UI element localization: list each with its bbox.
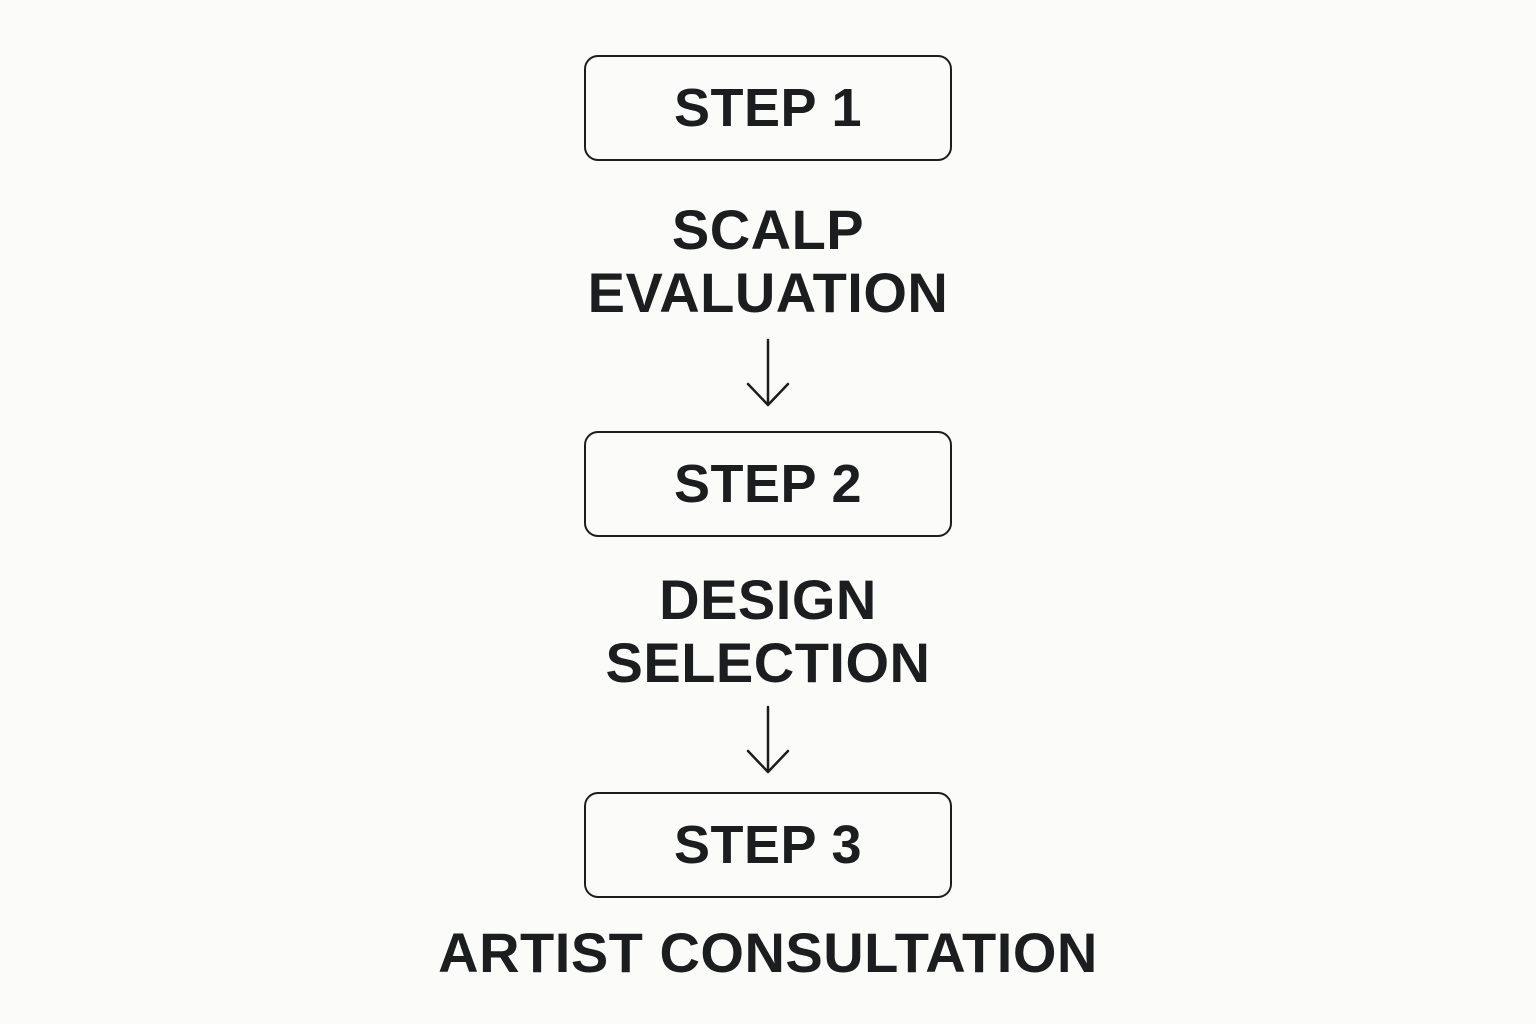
step-2-description-line-1: DESIGN [659,568,877,631]
down-arrow-icon [746,705,790,774]
step-2-description-line-2: SELECTION [605,631,931,694]
step-2-description: DESIGN SELECTION [0,568,1536,694]
step-2-box: STEP 2 [584,431,952,537]
step-3-label: STEP 3 [673,815,863,875]
step-1-description-line-1: SCALP [671,198,865,261]
step-1-description-line-2: EVALUATION [587,261,949,324]
step-1-label: STEP 1 [673,78,863,138]
step-3-box: STEP 3 [584,792,952,898]
step-3-description-line-1: ARTIST CONSULTATION [438,921,1098,984]
step-2-label: STEP 2 [673,454,863,514]
step-3-description: ARTIST CONSULTATION [0,921,1536,984]
step-1-box: STEP 1 [584,55,952,161]
down-arrow-icon [746,338,790,407]
step-1-description: SCALP EVALUATION [0,198,1536,324]
